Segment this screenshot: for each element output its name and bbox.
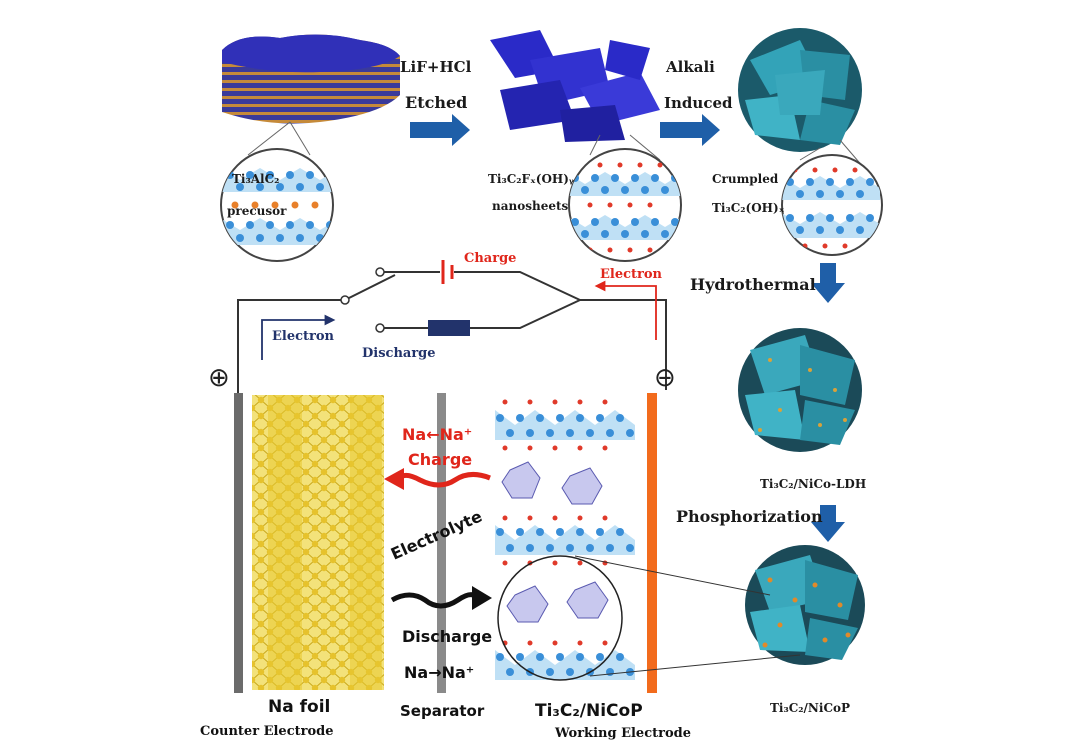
ti3c2-nanosheet-structure-circle: [568, 134, 682, 262]
crumpled-ti3c2-structure-circle: [781, 139, 883, 256]
zoom-line-top: [574, 555, 771, 596]
electron-left-arrow: [261, 314, 336, 360]
separator-label: Separator: [400, 702, 485, 720]
charge-source-symbol: [440, 260, 454, 284]
counter-electrode-label: Counter Electrode: [200, 724, 334, 739]
material-1-line1: Ti₃AlC₂: [232, 172, 279, 186]
separator-plate: [437, 393, 446, 693]
step2-reagent: Alkali: [665, 58, 715, 76]
discharge-wave-arrow: [390, 586, 492, 610]
nico-ldh-flakes: [738, 328, 862, 452]
step3-action: Hydrothermal: [690, 275, 816, 294]
charge-arrow-label: Charge: [408, 450, 472, 469]
discharge-label: Discharge: [362, 346, 436, 361]
working-electrode-label: Working Electrode: [554, 726, 691, 741]
negative-terminal-symbol: ⊖: [654, 363, 676, 393]
working-electrode-plate: [647, 393, 657, 693]
hydrothermal-arrow: [811, 263, 845, 303]
electrolyte-label: Electrolyte: [388, 507, 485, 564]
ti3c2-nanosheets-flakes: [490, 30, 660, 142]
step2-action: Induced: [664, 94, 733, 112]
na-discharge-reaction: Na→Na⁺: [404, 663, 474, 682]
switch-pivot: [340, 295, 350, 305]
crumpled-ti3c2-flakes: [738, 28, 862, 152]
step1-action: Etched: [405, 93, 467, 112]
material-3-line1: Crumpled: [712, 172, 779, 186]
alkali-arrow: [660, 114, 720, 146]
step4-action: Phosphorization: [676, 507, 823, 526]
ti3c2-layers-working: [495, 399, 635, 680]
electron-right-arrow: [594, 280, 657, 340]
na-foil-label: Na foil: [268, 697, 330, 717]
switch-contact-discharge: [375, 323, 385, 333]
counter-electrode-plate: [234, 393, 243, 693]
material-5-label: Ti₃C₂/NiCoP: [770, 701, 850, 715]
ti3alc2-block: [222, 34, 400, 124]
working-material-label: Ti₃C₂/NiCoP: [535, 701, 643, 721]
ti3alc2-structure-circle: [220, 121, 334, 262]
material-2-line2: nanosheets: [492, 199, 569, 213]
charge-label: Charge: [464, 251, 516, 266]
na-charge-reaction: Na←Na⁺: [402, 425, 472, 444]
material-2-line1: Ti₃C₂Fₓ(OH)ᵧ: [488, 172, 575, 186]
nicop-crystal-clusters: [501, 461, 609, 623]
phosphorization-arrow: [811, 505, 845, 542]
switch-contact-charge: [375, 267, 385, 277]
electron-right-label: Electron: [600, 267, 663, 282]
nicop-flakes: [745, 545, 865, 665]
charge-wave-arrow: [384, 468, 491, 490]
na-foil-lattice: [252, 395, 384, 690]
working-zoom-circle: [497, 555, 623, 681]
etch-arrow: [410, 114, 470, 146]
zoom-line-bottom: [589, 654, 801, 677]
step1-reagent: LiF+HCl: [400, 58, 472, 76]
discharge-arrow-label: Discharge: [402, 627, 492, 646]
positive-terminal-symbol: ⊕: [208, 363, 230, 393]
circuit-wires: [237, 271, 667, 395]
material-4-label: Ti₃C₂/NiCo-LDH: [760, 477, 866, 491]
electron-left-label: Electron: [272, 329, 335, 344]
load-resistor: [428, 320, 470, 336]
material-1-line2: precusor: [227, 204, 287, 218]
material-3-line2: Ti₃C₂(OH)ₓ: [712, 201, 785, 215]
